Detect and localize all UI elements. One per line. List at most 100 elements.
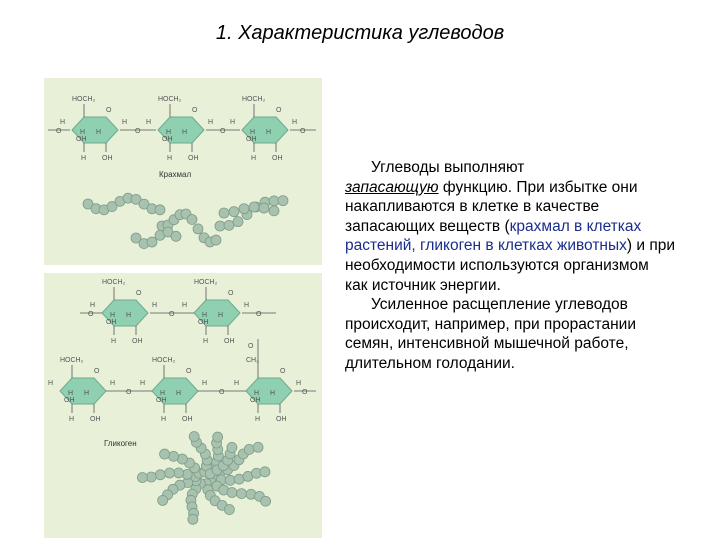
h-label: H	[255, 416, 260, 423]
glucose-bead	[106, 201, 118, 212]
h-label: H	[60, 119, 65, 126]
ch2oh-label: HOCH₂	[72, 96, 96, 103]
h-label: H	[166, 129, 171, 136]
text-run: Усиленное расщепление углеводов происход…	[345, 296, 636, 372]
ring-oxygen-label: O	[192, 107, 198, 114]
h-label: H	[266, 129, 271, 136]
glucose-bead	[232, 216, 244, 228]
ch2oh-label: HOCH₂	[102, 279, 126, 286]
h-label: H	[208, 119, 213, 126]
glucose-bead	[277, 195, 289, 207]
ring-oxygen-label: O	[136, 290, 142, 297]
glucose-bead	[268, 195, 280, 207]
glucose-bead	[192, 223, 204, 235]
glucose-bead	[210, 234, 222, 246]
h-label: H	[96, 129, 101, 136]
h-label: H	[296, 380, 301, 387]
h-label: H	[48, 380, 53, 387]
glucose-bead	[228, 206, 240, 218]
bridge-oxygen-label: O	[256, 311, 262, 318]
glucose-bead	[186, 214, 198, 225]
glucose-bead	[212, 431, 224, 443]
glucose-bead	[243, 444, 255, 455]
ring-oxygen-label: O	[280, 368, 286, 375]
h-label: H	[244, 302, 249, 309]
glucose-bead	[224, 474, 236, 486]
glucose-bead	[146, 236, 158, 248]
h-label: H	[292, 119, 297, 126]
oh-label: OH	[188, 155, 199, 162]
bridge-oxygen-label: O	[88, 311, 94, 318]
oh-label: OH	[64, 397, 75, 404]
oh-label: OH	[272, 155, 283, 162]
body-text: Углеводы выполняют запасающую функцию. Пр…	[345, 158, 675, 374]
h-label: H	[68, 390, 73, 397]
ch2oh-label: HOCH₂	[242, 96, 266, 103]
starch-label: Крахмал	[159, 170, 192, 179]
branch-oxygen-label: O	[248, 343, 254, 350]
ring-oxygen-label: O	[94, 368, 100, 375]
glucose-bead	[252, 441, 264, 453]
h-label: H	[69, 416, 74, 423]
glucose-bead	[138, 198, 150, 210]
glucose-bead	[258, 202, 270, 214]
ch2oh-label: HOCH₂	[60, 357, 84, 364]
glucose-bead	[226, 442, 238, 453]
h-label: H	[152, 302, 157, 309]
h-label: H	[161, 416, 166, 423]
h-label: H	[140, 380, 145, 387]
h-label: H	[160, 390, 165, 397]
h-label: H	[251, 155, 256, 162]
glucose-bead	[168, 450, 179, 462]
h-label: H	[80, 129, 85, 136]
h-label: H	[110, 312, 115, 319]
bridge-oxygen-label: O	[220, 128, 226, 135]
glucose-bead	[187, 513, 199, 525]
h-label: H	[167, 155, 172, 162]
h-label: H	[202, 380, 207, 387]
text-run: Углеводы выполняют	[371, 159, 525, 176]
text-run: функцию. При избытке они накапливаются в…	[345, 178, 638, 235]
bridge-oxygen-label: O	[135, 128, 141, 135]
glucose-bead	[154, 204, 166, 216]
glucose-bead	[130, 193, 142, 205]
keyword-storage: запасающую	[345, 178, 439, 196]
bridge-oxygen-label: O	[219, 389, 225, 396]
glucose-bead	[170, 230, 182, 242]
bridge-oxygen-label: O	[300, 128, 306, 135]
ch2oh-label: HOCH₂	[158, 96, 182, 103]
oh-label: OH	[102, 155, 113, 162]
oh-label: OH	[182, 416, 193, 423]
glucose-bead	[188, 431, 200, 442]
glucose-bead	[223, 219, 235, 231]
slide-title: 1. Характеристика углеводов	[215, 22, 505, 44]
highlight-examples: крахмал в клетках растений, гликоген в к…	[345, 217, 642, 255]
glucose-bead	[226, 487, 238, 498]
h-label: H	[230, 119, 235, 126]
glucose-bead	[130, 232, 142, 244]
bridge-oxygen-label: O	[302, 389, 308, 396]
oh-label: OH	[250, 397, 261, 404]
h-label: H	[122, 119, 127, 126]
h-label: H	[176, 390, 181, 397]
paragraph-storage: Углеводы выполняют запасающую функцию. Пр…	[345, 158, 675, 295]
ch2oh-label: CH₂	[246, 357, 259, 364]
ring-oxygen-label: O	[276, 107, 282, 114]
glucose-bead	[268, 205, 280, 217]
oh-label: OH	[246, 136, 257, 143]
h-label: H	[234, 380, 239, 387]
ring-oxygen-label: O	[186, 368, 192, 375]
h-label: H	[81, 155, 86, 162]
h-label: H	[110, 380, 115, 387]
glucose-bead	[218, 207, 230, 219]
text-run: ) и при необходимости используются орган…	[345, 237, 675, 294]
oh-label: OH	[76, 136, 87, 143]
glucose-bead	[260, 495, 272, 507]
paragraph-breakdown: Усиленное расщепление углеводов происход…	[345, 295, 675, 373]
h-label: H	[203, 338, 208, 345]
glucose-bead	[164, 467, 175, 479]
glucose-bead	[236, 488, 247, 500]
h-label: H	[111, 338, 116, 345]
